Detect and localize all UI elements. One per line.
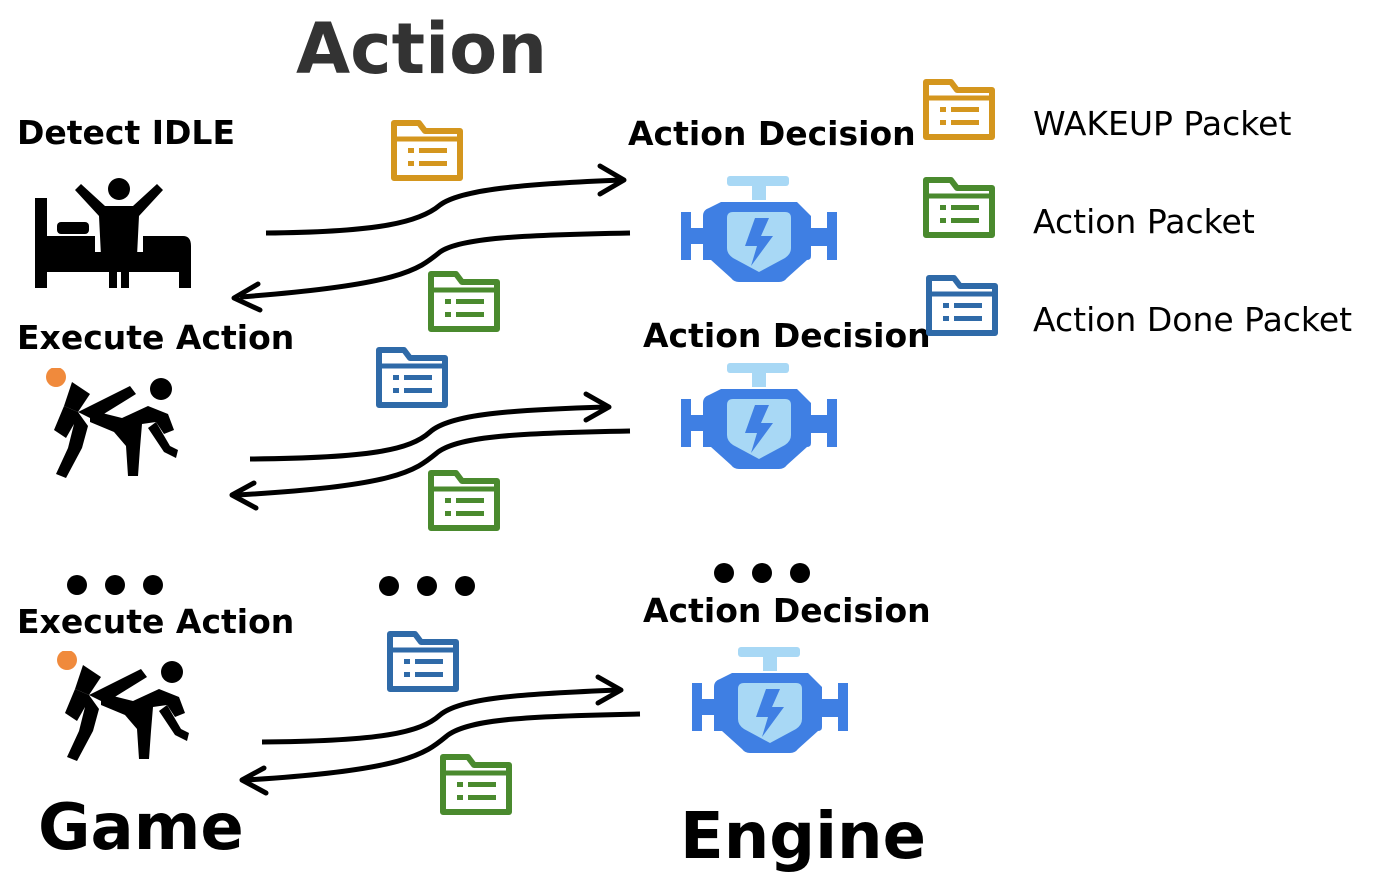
action-packet-icon	[428, 270, 500, 332]
game-label: Game	[38, 791, 244, 865]
legend-action-icon	[923, 176, 995, 238]
legend-wakeup-label: WAKEUP Packet	[1033, 104, 1292, 143]
game-step-label-3: Execute Action	[17, 602, 295, 641]
ellipsis-engine	[714, 563, 810, 583]
diagram-title: Action	[296, 8, 548, 90]
arrow-wakeup-to-engine-1	[265, 177, 623, 236]
action-packet-icon	[428, 469, 500, 531]
arrow-action-to-game-1	[239, 230, 631, 300]
action-packet-icon	[440, 753, 512, 815]
engine-icon	[681, 363, 837, 469]
action-done-packet-icon	[387, 630, 459, 692]
arrow-done-to-engine-2	[249, 404, 607, 462]
engine-step-label-2: Action Decision	[643, 316, 931, 355]
fighting-people-icon	[44, 368, 184, 480]
engine-label: Engine	[680, 800, 926, 874]
game-step-label-1: Detect IDLE	[17, 113, 235, 152]
arrow-action-to-game-2	[235, 428, 631, 498]
bed-person-icon	[35, 176, 191, 288]
fighting-people-icon	[55, 651, 195, 763]
action-done-packet-icon	[376, 346, 448, 408]
legend-done-label: Action Done Packet	[1033, 300, 1353, 339]
arrow-done-to-engine-3	[261, 687, 619, 745]
ellipsis-middle	[379, 576, 475, 596]
arrow-action-to-game-3	[245, 711, 641, 783]
legend-done-icon	[926, 274, 998, 336]
engine-icon	[692, 647, 848, 753]
game-step-label-2: Execute Action	[17, 318, 295, 357]
ellipsis-game	[67, 575, 163, 595]
engine-step-label-1: Action Decision	[628, 114, 916, 153]
engine-step-label-3: Action Decision	[643, 591, 931, 630]
legend-wakeup-icon	[923, 78, 995, 140]
wakeup-packet-icon	[391, 119, 463, 181]
legend-action-label: Action Packet	[1033, 202, 1255, 241]
engine-icon	[681, 176, 837, 282]
